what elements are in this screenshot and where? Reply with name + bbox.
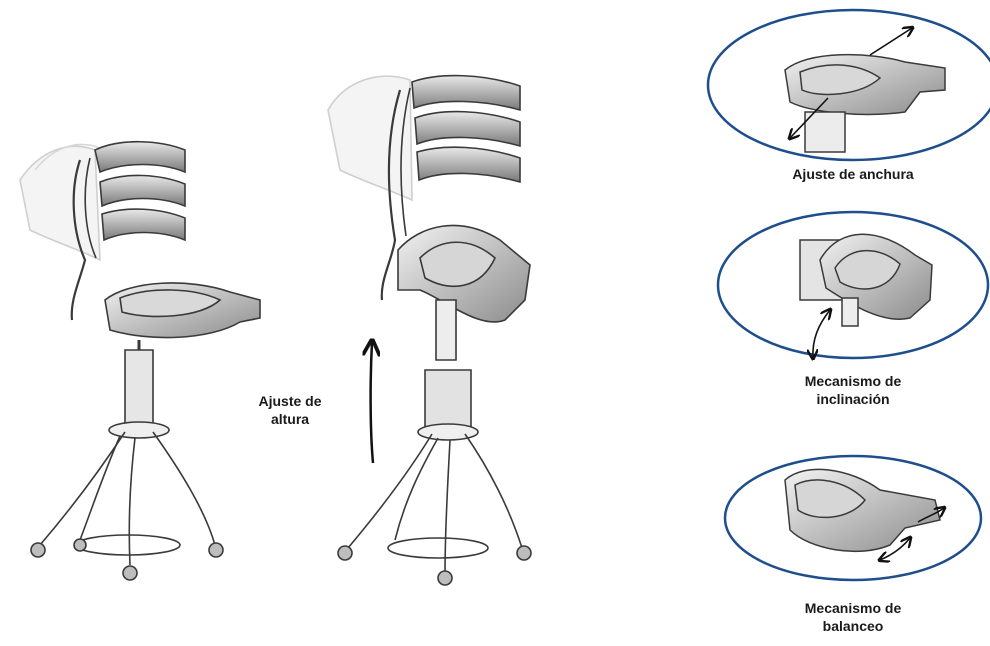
width-adjust-label: Ajuste de anchura — [760, 165, 946, 183]
tilt-label-line1: Mecanismo de — [770, 372, 936, 390]
chair-sketch-low — [20, 142, 260, 580]
rock-label-line2: balanceo — [770, 617, 936, 635]
height-label-line1: Ajuste de — [250, 392, 330, 410]
width-label-line1: Ajuste de anchura — [760, 165, 946, 183]
height-label-line2: altura — [250, 410, 330, 428]
rock-label-line1: Mecanismo de — [770, 599, 936, 617]
chair-sketch-raised — [328, 76, 531, 585]
rock-mechanism-label: Mecanismo de balanceo — [770, 599, 936, 635]
height-adjust-label: Ajuste de altura — [250, 392, 330, 428]
tilt-label-line2: inclinación — [770, 390, 936, 408]
tilt-mechanism-label: Mecanismo de inclinación — [770, 372, 936, 408]
height-arrow — [371, 342, 373, 463]
